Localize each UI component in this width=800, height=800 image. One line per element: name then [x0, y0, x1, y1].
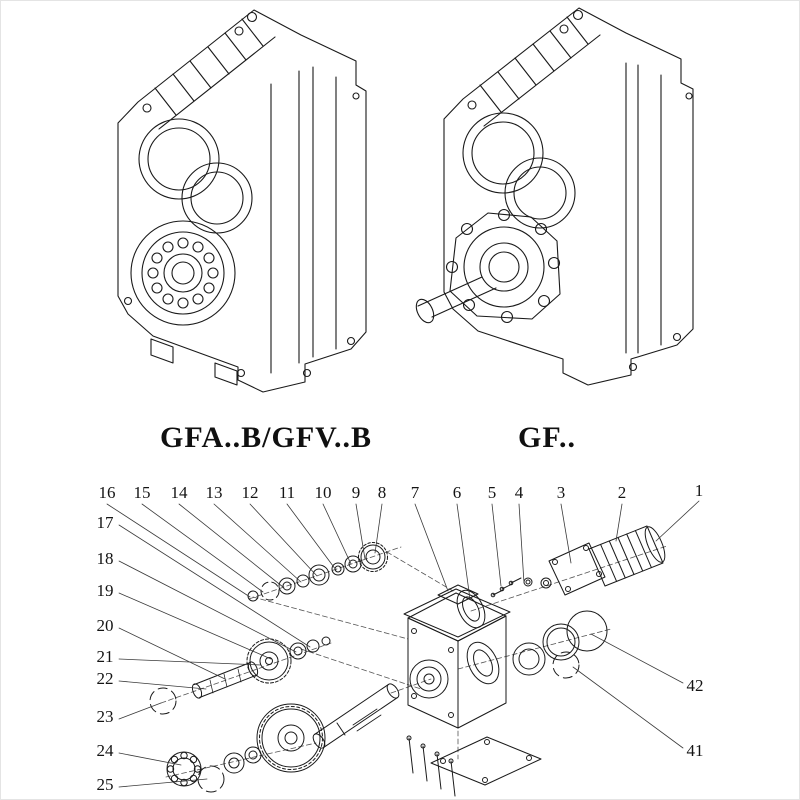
part-callout-2: 2	[617, 483, 627, 502]
part-callout-20: 20	[96, 616, 114, 635]
motor-input-unit	[540, 525, 666, 596]
part-callout-17: 17	[96, 513, 114, 532]
part-callout-6: 6	[452, 483, 462, 502]
part-callout-16: 16	[98, 483, 116, 502]
output-shaft-parts-cluster	[166, 683, 400, 793]
part-callout-12: 12	[241, 483, 259, 502]
part-callout-18: 18	[96, 549, 114, 568]
intermediate-gear-parts-cluster	[149, 636, 331, 715]
part-callout-25: 25	[96, 775, 114, 794]
part-callout-8: 8	[377, 483, 387, 502]
gearbox-housing	[403, 584, 511, 729]
fastener-and-gasket-parts	[406, 735, 542, 797]
cover-and-ring-parts-cluster	[456, 577, 608, 679]
part-callout-15: 15	[133, 483, 151, 502]
part-callout-22: 22	[96, 669, 114, 688]
part-callout-19: 19	[96, 581, 114, 600]
part-callout-42: 42	[686, 676, 704, 695]
part-callout-11: 11	[278, 483, 296, 502]
part-callout-7: 7	[410, 483, 420, 502]
part-callout-1: 1	[694, 481, 704, 500]
part-callout-4: 4	[514, 483, 524, 502]
callout-leader-lines	[106, 500, 700, 788]
part-callout-21: 21	[96, 647, 114, 666]
part-callout-41: 41	[686, 741, 704, 760]
part-callout-24: 24	[96, 741, 114, 760]
part-callout-10: 10	[314, 483, 332, 502]
gearbox-drawing-gfab	[117, 9, 367, 393]
gearbox-drawing-gf	[415, 7, 694, 386]
part-callout-3: 3	[556, 483, 566, 502]
part-callout-23: 23	[96, 707, 114, 726]
part-callout-13: 13	[205, 483, 223, 502]
assembly-axis-lines	[160, 545, 668, 778]
bearing-roller-ring	[147, 237, 219, 309]
model-label-gfab-gfvb: GFA..B/GFV..B	[160, 421, 372, 454]
part-callout-5: 5	[487, 483, 497, 502]
exploded-parts-diagram	[106, 500, 700, 797]
part-callout-14: 14	[170, 483, 188, 502]
part-callout-9: 9	[351, 483, 361, 502]
model-label-gf: GF..	[518, 421, 576, 454]
